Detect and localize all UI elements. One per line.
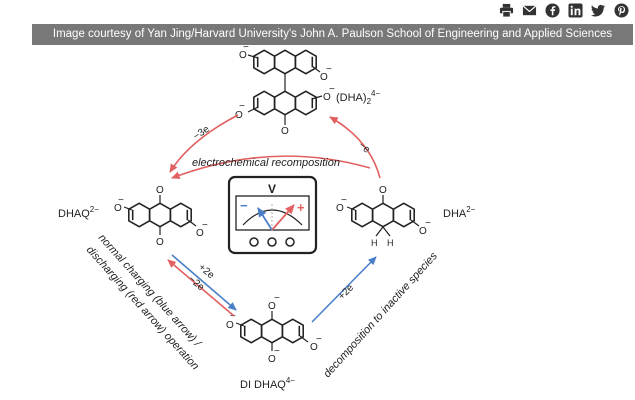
svg-text:O: O	[419, 226, 427, 237]
dhaq-molecule: O O O − O −	[114, 185, 208, 248]
arrow-dha-to-dimer	[329, 116, 381, 179]
voltmeter-v-label: V	[268, 182, 276, 196]
svg-text:O: O	[268, 301, 276, 312]
normal-charging-label: normal charging (blue arrow) /	[96, 232, 204, 350]
charge-sup: −	[341, 195, 347, 206]
recomposition-arrow	[171, 155, 371, 179]
hydrogen-label: H	[371, 238, 378, 248]
decomposition-arrow	[311, 256, 377, 323]
charge-sup: −	[274, 293, 280, 304]
svg-text:O: O	[281, 126, 289, 137]
voltmeter-icon	[227, 175, 318, 255]
svg-text:O: O	[323, 92, 331, 103]
charge-sup: −	[243, 42, 249, 53]
image-caption: Image courtesy of Yan Jing/Harvard Unive…	[32, 24, 633, 45]
decomposition-label: decomposition to inactive species	[321, 250, 440, 380]
dimer-molecule: O O − O − O − O −	[235, 42, 335, 137]
svg-text:O: O	[320, 72, 328, 83]
di-dhaq-molecule: O − O − O − O −	[226, 293, 322, 365]
meter-minus-sign: −	[240, 198, 248, 213]
print-icon[interactable]	[499, 3, 514, 18]
charge-sup: −	[329, 84, 335, 95]
arrow-dimer-to-dhaq	[169, 114, 239, 173]
svg-text:O: O	[239, 50, 247, 61]
svg-text:O: O	[196, 228, 204, 239]
twitter-icon[interactable]	[591, 3, 606, 18]
decomp-plus-2e-label: +2e	[336, 282, 356, 302]
email-icon[interactable]	[522, 3, 537, 18]
charge-sup: −	[202, 220, 208, 231]
recomposition-label: electrochemical recomposition	[192, 157, 340, 169]
svg-text:O: O	[156, 185, 164, 196]
charge-sup: −	[118, 195, 124, 206]
dhaq-label: DHAQ2−	[58, 205, 99, 220]
charge-sup: −	[230, 311, 236, 322]
pinterest-icon[interactable]	[614, 3, 629, 18]
charge-sup: −	[239, 101, 245, 112]
di-dhaq-label: DI DHAQ4−	[240, 376, 295, 391]
svg-text:O: O	[114, 203, 122, 214]
dimer-label: (DHA)24−	[336, 89, 380, 106]
meter-plus-sign: +	[297, 200, 305, 215]
discharging-arrow-red	[167, 259, 235, 317]
dha-molecule: O H H O − O −	[336, 185, 431, 248]
svg-text:O: O	[310, 342, 318, 353]
svg-text:O: O	[226, 320, 234, 331]
svg-text:O: O	[268, 354, 276, 365]
charge-sup: −	[326, 64, 332, 75]
svg-text:O: O	[235, 110, 243, 121]
facebook-icon[interactable]	[545, 3, 560, 18]
dha-label: DHA2−	[443, 205, 476, 220]
hydrogen-label: H	[387, 238, 394, 248]
discharging-label: discharging (red arrow) operation	[84, 244, 201, 372]
charge-sup: −	[316, 334, 322, 345]
minus-3e-label: −3e	[191, 123, 212, 142]
share-bar	[499, 3, 629, 18]
svg-text:O: O	[156, 237, 164, 248]
charging-arrow-blue	[171, 254, 237, 311]
svg-text:O: O	[379, 185, 387, 196]
svg-text:O: O	[336, 203, 344, 214]
linkedin-icon[interactable]	[568, 3, 583, 18]
charge-sup: −	[425, 218, 431, 229]
charge-sup: −	[274, 346, 280, 357]
